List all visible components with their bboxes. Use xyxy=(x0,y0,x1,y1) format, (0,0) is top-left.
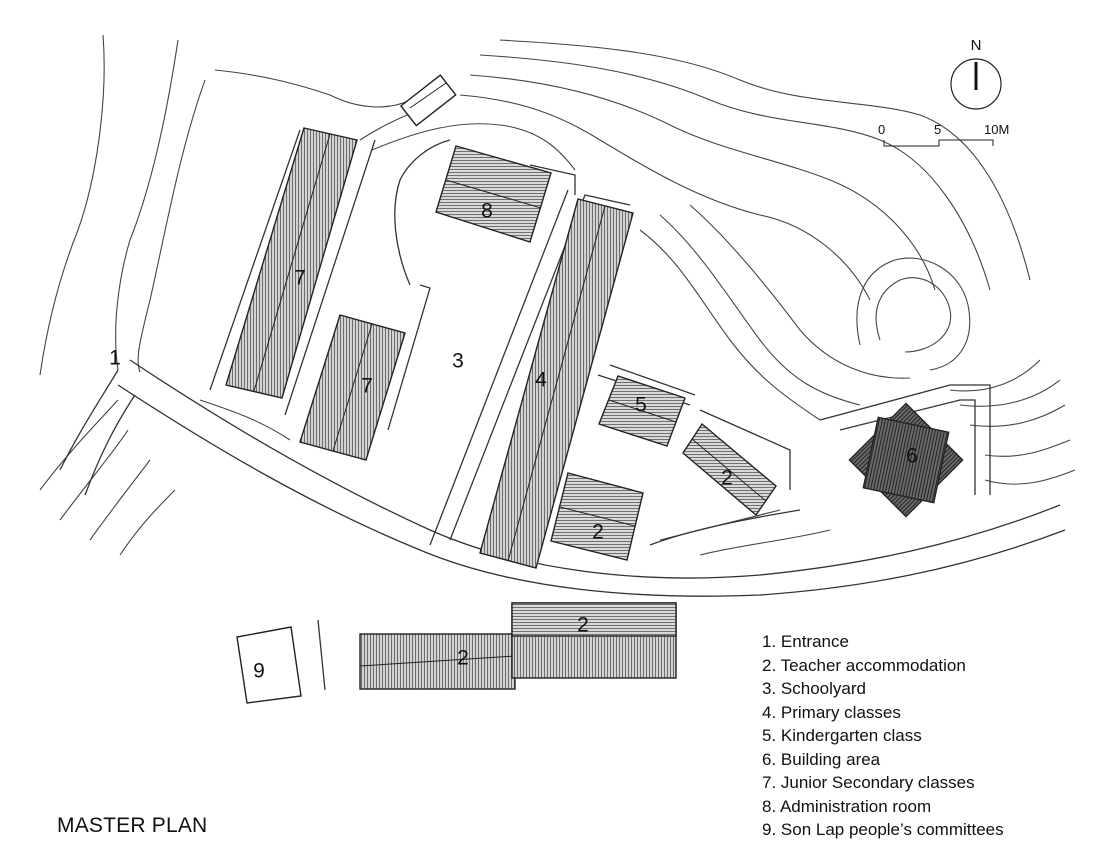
building-area: 6 xyxy=(848,402,964,518)
small-shed xyxy=(399,74,457,127)
building-label: 8 xyxy=(481,200,493,223)
building-administration: 8 xyxy=(435,145,552,243)
building-label: 9 xyxy=(253,660,265,683)
building-label: 6 xyxy=(906,445,918,468)
building-label: 2 xyxy=(577,614,589,637)
building-primary: 4 xyxy=(479,198,634,569)
legend-item: 9. Son Lap people’s committees xyxy=(762,820,1004,839)
building-teacher-c: 2 xyxy=(359,633,516,690)
building-label: 4 xyxy=(535,369,547,392)
building-label: 7 xyxy=(361,375,373,398)
building-teacher-a: 2 xyxy=(682,422,777,517)
legend-item: 4. Primary classes xyxy=(762,702,901,722)
scale-label-10: 10M xyxy=(984,122,1009,137)
scale-label-0: 0 xyxy=(878,122,885,137)
entrance-label: 1 xyxy=(109,347,121,370)
building-label: 5 xyxy=(635,394,647,417)
scale-bar: 0 5 10M xyxy=(878,122,1009,147)
building-label: 2 xyxy=(457,647,469,670)
building-teacher-d: 2 xyxy=(511,602,677,679)
legend-item: 7. Junior Secondary classes xyxy=(762,773,975,792)
building-committees: 9 xyxy=(236,626,302,704)
building-label: 2 xyxy=(721,467,733,490)
legend-item: 8. Administration room xyxy=(762,796,932,816)
legend-item: 2. Teacher accommodation xyxy=(762,655,966,675)
legend-item: 5. Kindergarten class xyxy=(762,726,922,745)
building-label: 7 xyxy=(294,267,306,290)
legend-item: 3. Schoolyard xyxy=(762,679,866,698)
legend-item: 6. Building area xyxy=(762,749,881,769)
north-label: N xyxy=(971,37,982,54)
building-junior-secondary-b: 7 xyxy=(299,314,406,461)
building-kindergarten: 5 xyxy=(598,375,686,447)
schoolyard-label: 3 xyxy=(452,350,464,373)
building-label: 2 xyxy=(592,521,604,544)
contour-lines xyxy=(39,34,1076,556)
building-teacher-b: 2 xyxy=(550,472,644,561)
legend-item: 1. Entrance xyxy=(762,632,849,651)
building-junior-secondary-a: 7 xyxy=(225,127,358,399)
north-arrow-icon: N xyxy=(950,37,1002,110)
plan-title: MASTER PLAN xyxy=(57,814,208,837)
scale-label-5: 5 xyxy=(934,122,941,137)
legend: 1. Entrance 2. Teacher accommodation 3. … xyxy=(762,630,1004,842)
